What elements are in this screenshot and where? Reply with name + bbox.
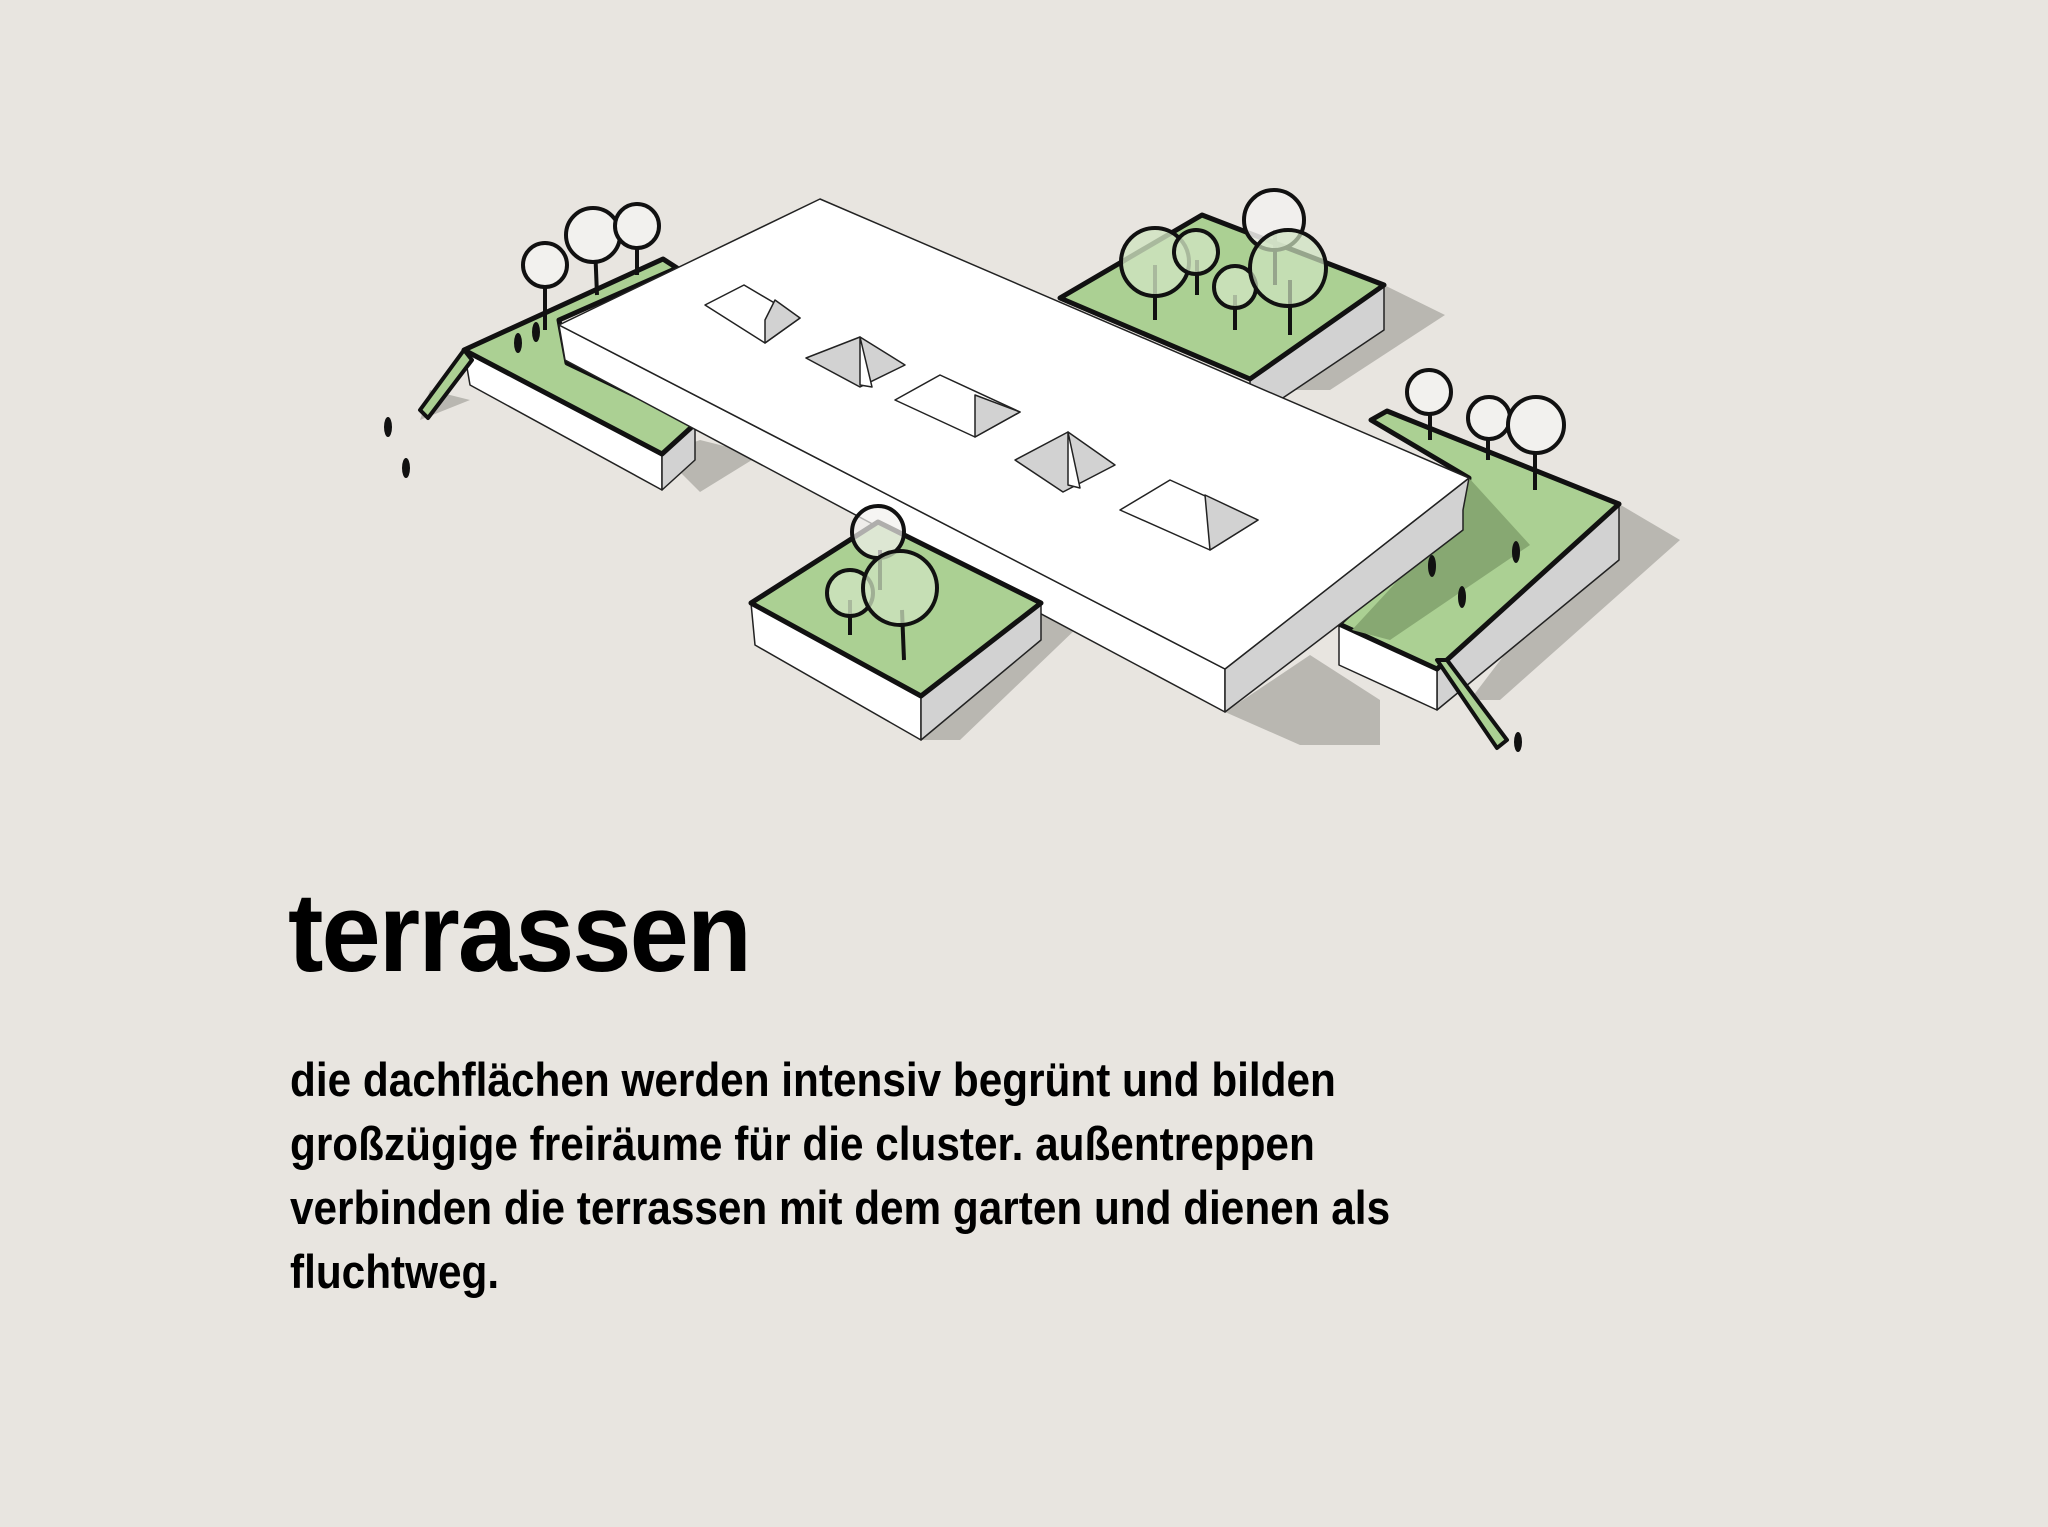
- trees: [521, 188, 1566, 661]
- person-icon: [514, 333, 522, 353]
- right-terrace: [1336, 408, 1622, 750]
- person-icon: [1458, 586, 1466, 608]
- tree-icon: [1212, 264, 1258, 330]
- tree-icon: [1248, 228, 1328, 335]
- right-exterior-stair: [1435, 658, 1509, 750]
- tree-icon: [1405, 368, 1453, 440]
- person-icon: [1514, 732, 1522, 752]
- people-figures: [384, 322, 1522, 752]
- description-text: die dachflächen werden intensiv begrünt …: [290, 1048, 1390, 1304]
- page-title: terrassen: [288, 870, 752, 995]
- tree-icon: [1172, 228, 1220, 295]
- left-terrace: [418, 256, 698, 491]
- person-icon: [402, 458, 410, 478]
- person-icon: [384, 417, 392, 437]
- tree-icon: [861, 549, 939, 661]
- skylights: [704, 284, 1259, 551]
- person-icon: [532, 322, 540, 342]
- tree-icon: [613, 202, 661, 275]
- description-line: die dachflächen werden intensiv begrünt …: [290, 1053, 1336, 1106]
- tree-icon: [521, 241, 569, 330]
- tree-icon: [1506, 395, 1566, 490]
- person-icon: [1428, 555, 1436, 577]
- description-line: großzügige freiräume für die cluster. au…: [290, 1117, 1315, 1170]
- description-line: verbinden die terrassen mit dem garten u…: [290, 1181, 1391, 1234]
- left-exterior-stair: [418, 348, 474, 420]
- person-icon: [1512, 541, 1520, 563]
- description-line: fluchtweg.: [290, 1245, 500, 1298]
